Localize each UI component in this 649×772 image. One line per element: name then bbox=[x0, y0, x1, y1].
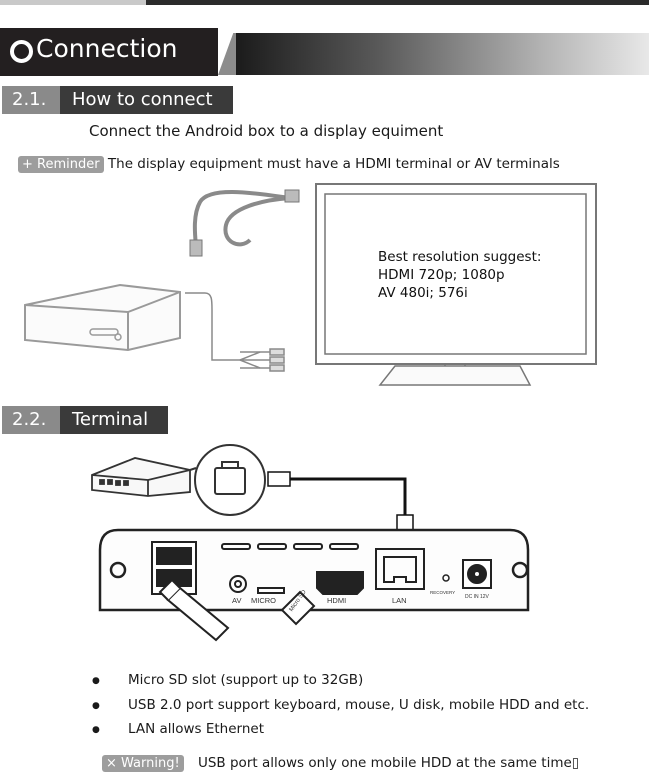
port-label-av: AV bbox=[232, 596, 241, 605]
hdmi-port-icon bbox=[316, 571, 364, 595]
top-bar-dark bbox=[146, 0, 649, 5]
port-label-recovery: RECOVERY bbox=[430, 590, 455, 595]
ethernet-cable-icon bbox=[267, 471, 414, 538]
section-heading-how-to-connect: 2.1. How to connect bbox=[2, 86, 233, 114]
warning-note: × Warning! USB port allows only one mobi… bbox=[102, 755, 579, 772]
section-title: Terminal bbox=[60, 406, 169, 434]
tv-note-line: AV 480i; 576i bbox=[378, 285, 468, 301]
reminder-note: + Reminder The display equipment must ha… bbox=[18, 156, 560, 173]
section-title: How to connect bbox=[60, 86, 233, 114]
chapter-title: Connection bbox=[36, 34, 178, 63]
port-label-micro: MICRO bbox=[251, 596, 276, 605]
section-number: 2.1. bbox=[2, 86, 60, 114]
port-label-dc: DC IN 12V bbox=[465, 594, 490, 600]
router-icon bbox=[91, 457, 191, 497]
top-bar-light bbox=[0, 0, 146, 5]
micro-sd-slot-icon bbox=[257, 587, 316, 626]
list-item: USB 2.0 port support keyboard, mouse, U … bbox=[92, 697, 589, 722]
port-label-hdmi: HDMI bbox=[327, 596, 346, 605]
ethernet-port-zoom-icon bbox=[189, 444, 266, 516]
port-label-lan: LAN bbox=[392, 596, 407, 605]
tv-note-line: HDMI 720p; 1080p bbox=[378, 267, 505, 283]
warning-text: USB port allows only one mobile HDD at t… bbox=[197, 755, 580, 771]
hdmi-cable-icon bbox=[189, 189, 300, 257]
list-item: Micro SD slot (support up to 32GB) bbox=[92, 672, 589, 697]
terminal-illustration: AV MICRO Micro SD HDMI LAN RECOVERY DC I… bbox=[91, 444, 530, 642]
android-box-icon bbox=[24, 283, 181, 352]
vent-slots bbox=[221, 543, 359, 550]
dc-power-port-icon bbox=[462, 559, 492, 589]
av-port-icon bbox=[229, 575, 247, 593]
tv-icon bbox=[315, 183, 597, 386]
reminder-tag: + Reminder bbox=[18, 156, 104, 173]
warning-tag: × Warning! bbox=[102, 755, 184, 772]
banner-gradient bbox=[236, 33, 649, 75]
lan-port-icon bbox=[375, 548, 425, 590]
chapter-banner: Connection bbox=[0, 28, 649, 76]
connection-illustration bbox=[24, 183, 597, 386]
recovery-button-icon bbox=[442, 574, 450, 582]
av-cable-icon bbox=[185, 292, 285, 372]
list-item: LAN allows Ethernet bbox=[92, 721, 589, 746]
tv-note-line: Best resolution suggest: bbox=[378, 249, 542, 265]
section-heading-terminal: 2.2. Terminal bbox=[2, 406, 169, 434]
tv-resolution-note: Best resolution suggest: HDMI 720p; 1080… bbox=[378, 248, 541, 302]
chapter-ring-icon bbox=[10, 40, 33, 63]
feature-list: Micro SD slot (support up to 32GB) USB 2… bbox=[92, 672, 589, 746]
intro-text: Connect the Android box to a display equ… bbox=[89, 122, 444, 140]
section-number: 2.2. bbox=[2, 406, 60, 434]
reminder-text: The display equipment must have a HDMI t… bbox=[107, 156, 560, 172]
chapter-title-block: Connection bbox=[0, 28, 218, 76]
usb-drive-icon bbox=[158, 578, 230, 642]
